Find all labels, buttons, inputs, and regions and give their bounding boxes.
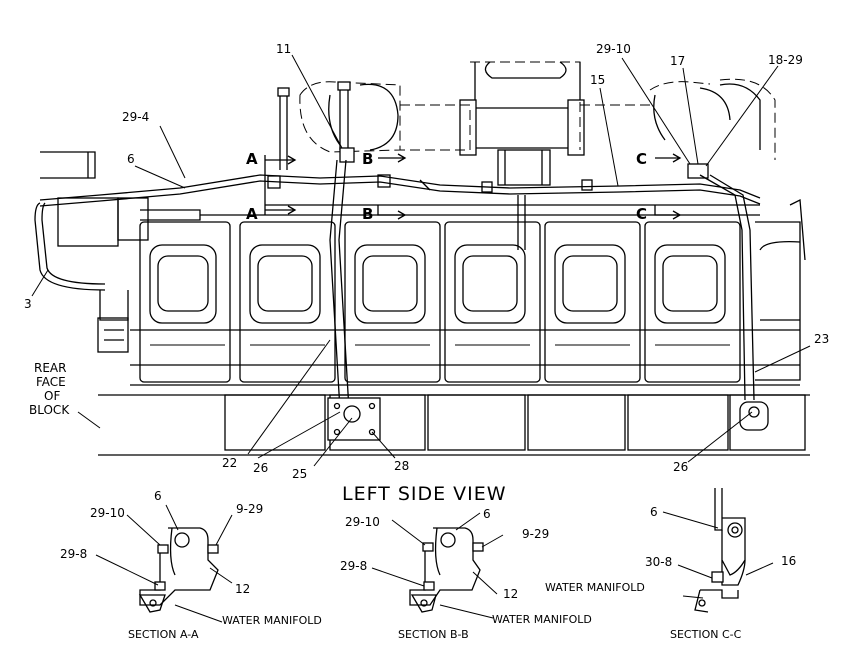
cc-callout-16: 16 [781,554,796,568]
vent-tubes [327,159,769,441]
section-cc: 6 30-8 16 WATER MANIFOLD SECTION C-C [545,488,796,641]
exhaust-manifold [328,61,761,186]
bb-water-manifold: WATER MANIFOLD [492,613,592,626]
aa-callout-29-10: 29-10 [90,506,125,520]
callout-18-29: 18-29 [768,53,803,67]
cc-section-title: SECTION C-C [670,628,742,641]
callout-26-right: 26 [673,460,688,474]
water-rail [200,163,760,250]
rear-accessory [40,151,201,353]
section-bb: 6 29-10 9-29 29-8 12 WATER MANIFOLD SECT… [340,507,592,641]
section-letters: A A B B C C [246,150,647,223]
callout-29-4: 29-4 [122,110,149,124]
section-marker-c-bottom: C [636,205,647,223]
callout-11: 11 [276,42,291,56]
rear-face-line-1: REAR [34,361,66,375]
section-cut-markers [264,153,682,220]
callout-25: 25 [292,467,307,481]
callout-23: 23 [814,332,829,346]
callout-28: 28 [394,459,409,473]
bb-callout-6: 6 [483,507,491,521]
bb-callout-29-8: 29-8 [340,559,367,573]
bb-callout-9-29: 9-29 [522,527,549,541]
engine-drawing [31,54,811,467]
aa-water-manifold: WATER MANIFOLD [222,614,322,627]
section-marker-a-top: A [246,150,258,168]
aa-callout-29-8: 29-8 [60,547,87,561]
cc-callout-6: 6 [650,505,658,519]
callout-3: 3 [24,297,32,311]
leader-lines [31,54,811,467]
section-marker-c-top: C [636,150,647,168]
rear-face-line-2: FACE [36,375,66,389]
rear-face-line-3: OF [44,389,60,403]
cc-water-manifold: WATER MANIFOLD [545,581,645,594]
engine-block [98,394,810,456]
callout-labels: 11 29-10 17 18-29 15 29-4 6 3 23 22 26 2… [24,42,829,481]
aa-callout-12: 12 [235,582,250,596]
section-marker-a-bottom: A [246,205,258,223]
section-aa: 6 29-10 9-29 29-8 12 WATER MANIFOLD SECT… [60,489,322,641]
view-title: LEFT SIDE VIEW [342,483,507,505]
section-marker-b-bottom: B [362,205,373,223]
bb-section-title: SECTION B-B [398,628,469,641]
turbo-exhaust-outline [299,61,776,160]
section-marker-b-top: B [362,150,373,168]
cylinder-heads [130,198,806,386]
aa-callout-6: 6 [154,489,162,503]
cc-callout-30-8: 30-8 [645,555,672,569]
callout-17: 17 [670,54,685,68]
aa-section-title: SECTION A-A [128,628,199,641]
callout-26-left: 26 [253,461,268,475]
rear-face-line-4: BLOCK [29,403,70,417]
callout-6-top: 6 [127,152,135,166]
bb-callout-29-10: 29-10 [345,515,380,529]
rear-face-label: REAR FACE OF BLOCK [29,361,70,417]
callout-29-10-top: 29-10 [596,42,631,56]
callout-15: 15 [590,73,605,87]
water-manifold-tubes [34,174,761,291]
callout-22: 22 [222,456,237,470]
aa-callout-9-29: 9-29 [236,502,263,516]
bb-callout-12: 12 [503,587,518,601]
left-bracket [277,81,355,170]
